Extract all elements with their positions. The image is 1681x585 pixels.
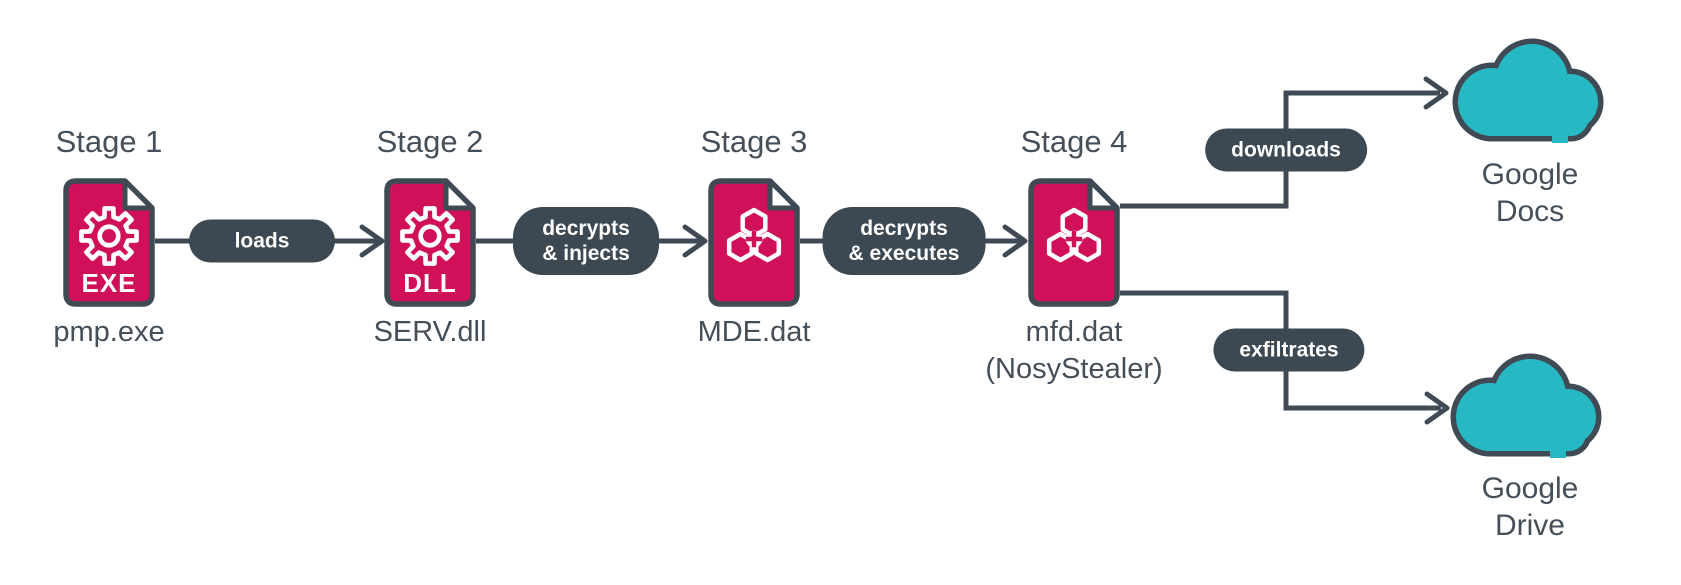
arrowhead-icon [682, 224, 708, 258]
google-docs-label: Google Docs [1400, 156, 1660, 230]
filename-line: MDE.dat [697, 316, 811, 348]
gear-icon [400, 206, 460, 266]
arrowhead-icon [1423, 76, 1449, 110]
pill-exfiltrates: exfiltrates [1213, 328, 1365, 372]
file-shape [63, 178, 155, 307]
arrowhead-icon [359, 224, 385, 258]
malware-icon [726, 207, 782, 263]
arrowhead-icon [1002, 224, 1028, 258]
cross-cutout [1065, 230, 1083, 248]
filename-line: mfd.dat [1025, 316, 1123, 348]
cloud-icon-google-docs [1452, 38, 1604, 143]
cloud-shape [1450, 353, 1602, 458]
malware-icon [1046, 207, 1102, 263]
cloud-outline-gap [1550, 450, 1566, 458]
file-fold-corner [767, 178, 800, 211]
gear-icon [79, 206, 139, 266]
cloud-outline-gap [1552, 135, 1568, 143]
pill-label: loads [234, 229, 290, 253]
pill-label: decrypts [860, 217, 948, 240]
dll-file-icon: DLL [384, 178, 476, 307]
filename-line: SERV.dll [373, 316, 487, 348]
stage2-filename: SERV.dll [280, 314, 580, 351]
pill-decrypts-injects: decrypts & injects [513, 207, 659, 275]
pill-label: decrypts [542, 217, 630, 240]
file-fold-corner [122, 178, 155, 211]
stage3-filename: MDE.dat [604, 314, 904, 351]
pill-label-line2: & injects [542, 242, 630, 265]
cloud-shape [1452, 38, 1604, 143]
pill-decrypts-executes: decrypts & executes [822, 207, 986, 275]
cloud-label-line: Google [1481, 472, 1579, 505]
file-fold-corner [1087, 178, 1120, 211]
exe-file-icon: EXE [63, 178, 155, 307]
pill-downloads: downloads [1205, 128, 1367, 172]
file-badge: DLL [403, 268, 457, 298]
stage3-title: Stage 3 [700, 124, 808, 159]
pill-label-line2: & executes [848, 242, 960, 265]
stage1-title: Stage 1 [55, 124, 163, 159]
file-badge: EXE [81, 268, 136, 298]
malware-file-icon [708, 178, 800, 307]
cloud-label-line2: Drive [1494, 509, 1565, 542]
filename-line: pmp.exe [53, 316, 165, 348]
pill-label: exfiltrates [1239, 338, 1339, 362]
cloud-label-line2: Docs [1495, 195, 1565, 228]
pill-loads: loads [189, 219, 335, 263]
cloud-label-line: Google [1481, 158, 1579, 191]
stage4-title: Stage 4 [1020, 124, 1128, 159]
filename-line2: (NosyStealer) [985, 353, 1163, 385]
file-fold-corner [443, 178, 476, 211]
file-shape [384, 178, 476, 307]
cross-cutout [745, 230, 763, 248]
stage4-filename: mfd.dat (NosyStealer) [924, 314, 1224, 388]
arrowhead-icon [1424, 391, 1450, 425]
stage2-title: Stage 2 [376, 124, 484, 159]
pill-label: downloads [1231, 138, 1341, 162]
cloud-icon-google-drive [1450, 353, 1602, 458]
malware-file-icon [1028, 178, 1120, 307]
stage1-filename: pmp.exe [0, 314, 259, 351]
google-drive-label: Google Drive [1400, 470, 1660, 544]
